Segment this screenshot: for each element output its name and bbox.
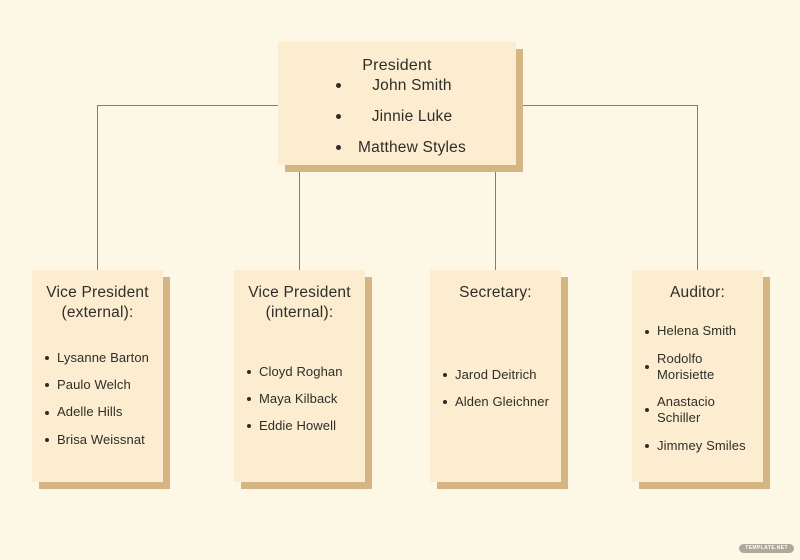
member-name: Rodolfo Morisiette: [657, 350, 715, 382]
bullet-icon: [247, 396, 251, 401]
member-item: Brisa Weissnat: [45, 432, 159, 448]
connector-to-auditor-vertical: [697, 105, 698, 270]
member-name: Jimmey Smiles: [657, 437, 746, 453]
bullet-icon: [645, 329, 649, 334]
bullet-icon: [645, 364, 649, 369]
member-item: Alden Gleichner: [443, 394, 557, 410]
member-item: Matthew Styles: [278, 139, 516, 157]
template-net-watermark: TEMPLATE.NET: [739, 543, 794, 553]
member-name: Matthew Styles: [358, 138, 466, 156]
bullet-icon: [645, 408, 649, 413]
member-name: Helena Smith: [657, 323, 737, 339]
member-name: Lysanne Barton: [57, 349, 149, 365]
member-item: Maya Kilback: [247, 391, 361, 407]
bullet-icon: [336, 83, 341, 89]
bullet-icon: [45, 383, 49, 388]
member-name: John Smith: [372, 76, 452, 94]
member-name: Adelle Hills: [57, 404, 123, 420]
bullet-icon: [443, 400, 447, 405]
member-name: Paulo Welch: [57, 377, 131, 393]
node-president: President John Smith Jinnie Luke Matthew…: [278, 42, 516, 165]
connector-to-vp-internal-vertical: [299, 165, 300, 270]
node-vp-external: Vice President (external): Lysanne Barto…: [32, 270, 163, 482]
node-title: Secretary:: [459, 284, 532, 301]
connector-president-left-horizontal: [97, 105, 278, 106]
member-list: Helena Smith Rodolfo Morisiette Anastaci…: [632, 303, 763, 482]
node-secretary: Secretary: Jarod Deitrich Alden Gleichne…: [430, 270, 561, 482]
node-title: Vice President (internal):: [248, 284, 351, 322]
member-name: Maya Kilback: [259, 390, 338, 406]
member-item: Jarod Deitrich: [443, 367, 557, 383]
member-name: Cloyd Roghan: [259, 363, 343, 379]
member-item: Paulo Welch: [45, 377, 159, 393]
bullet-icon: [247, 369, 251, 374]
bullet-icon: [336, 145, 341, 151]
member-item: Cloyd Roghan: [247, 364, 361, 380]
node-auditor: Auditor: Helena Smith Rodolfo Morisiette…: [632, 270, 763, 482]
member-item: Lysanne Barton: [45, 350, 159, 366]
member-item: Adelle Hills: [45, 404, 159, 420]
member-item: Rodolfo Morisiette: [645, 351, 759, 384]
member-item: Helena Smith: [645, 323, 759, 339]
connector-president-right-horizontal: [516, 105, 698, 106]
bullet-icon: [336, 114, 341, 120]
member-list: Lysanne Barton Paulo Welch Adelle Hills …: [32, 324, 163, 482]
node-title: President: [362, 57, 432, 74]
connector-to-secretary-vertical: [495, 165, 496, 270]
member-list: John Smith Jinnie Luke Matthew Styles: [278, 76, 516, 165]
member-name: Alden Gleichner: [455, 394, 549, 410]
member-name: Brisa Weissnat: [57, 431, 145, 447]
bullet-icon: [45, 356, 49, 361]
member-list: Jarod Deitrich Alden Gleichner: [430, 303, 561, 482]
bullet-icon: [45, 437, 49, 442]
member-item: John Smith: [278, 77, 516, 95]
member-list: Cloyd Roghan Maya Kilback Eddie Howell: [234, 324, 365, 482]
member-item: Jinnie Luke: [278, 108, 516, 126]
node-title: Vice President (external):: [46, 284, 149, 322]
bullet-icon: [645, 443, 649, 448]
member-item: Eddie Howell: [247, 418, 361, 434]
member-name: Jarod Deitrich: [455, 366, 537, 382]
bullet-icon: [45, 410, 49, 415]
bullet-icon: [247, 424, 251, 429]
member-name: Eddie Howell: [259, 418, 337, 434]
member-item: Jimmey Smiles: [645, 438, 759, 454]
node-vp-internal: Vice President (internal): Cloyd Roghan …: [234, 270, 365, 482]
node-title: Auditor:: [669, 284, 726, 301]
member-name: Anastacio Schiller: [657, 394, 715, 426]
member-name: Jinnie Luke: [371, 107, 453, 125]
connector-to-vp-external-vertical: [97, 105, 98, 270]
bullet-icon: [443, 373, 447, 378]
member-item: Anastacio Schiller: [645, 394, 759, 427]
